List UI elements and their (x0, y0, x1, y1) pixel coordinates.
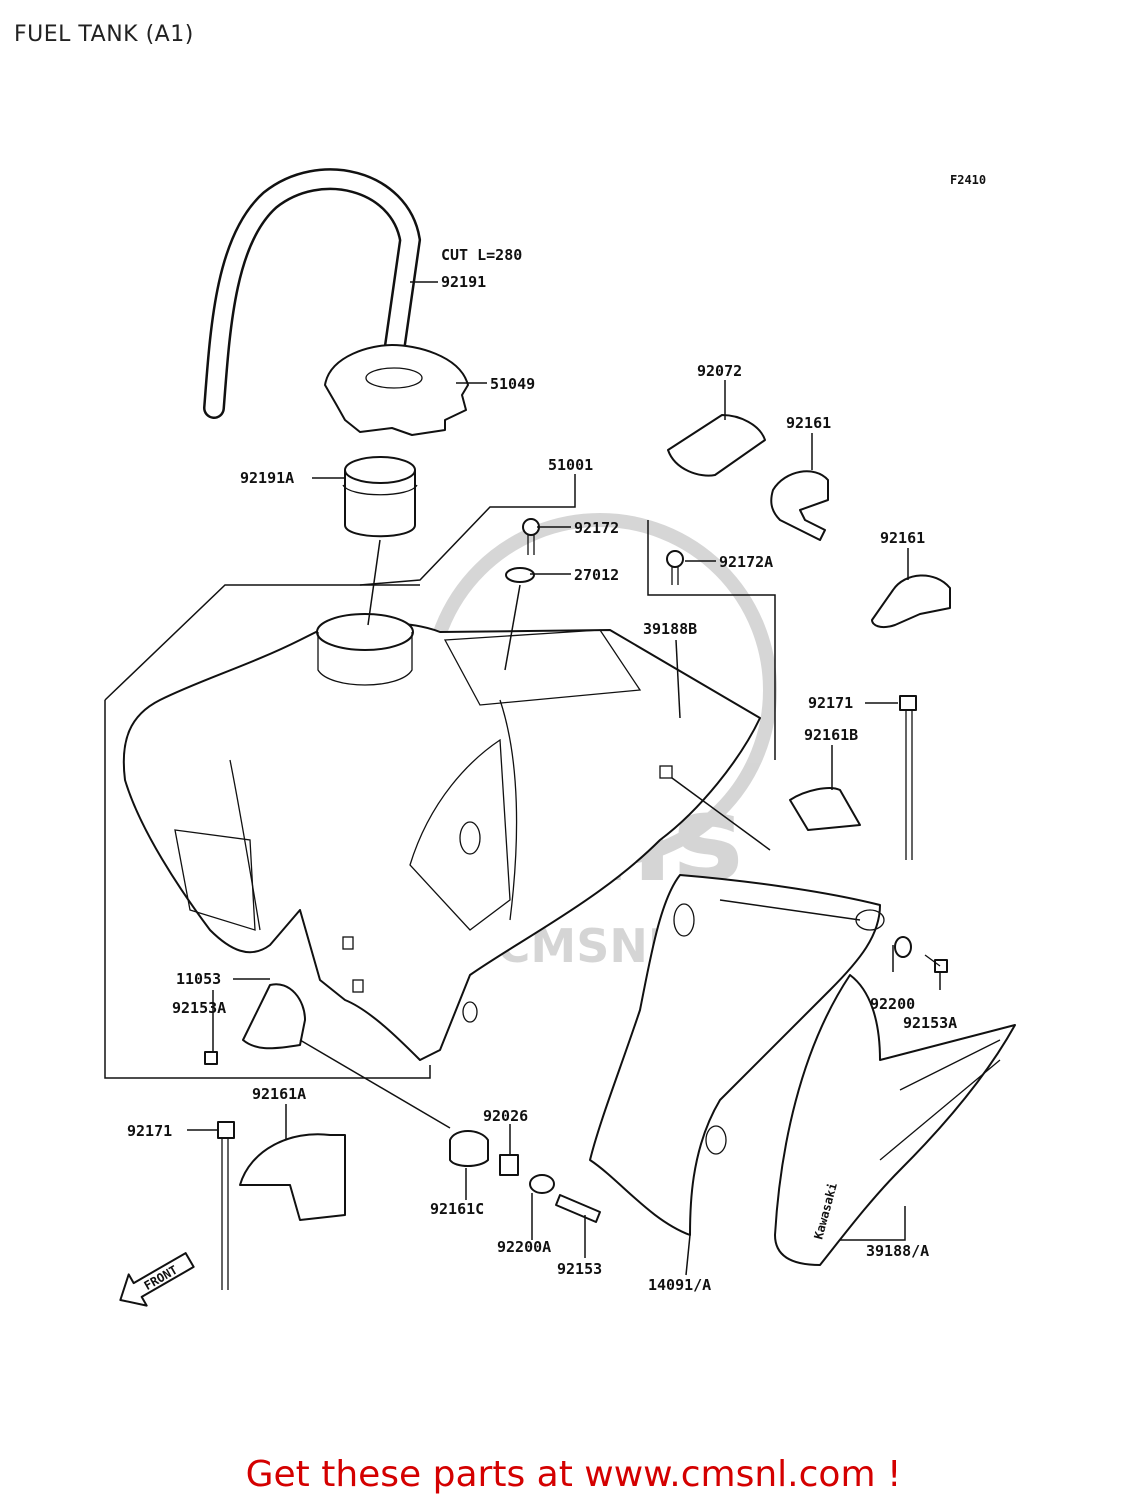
small-parts-drawings (204, 414, 951, 1290)
front-arrow: FRONT (119, 1252, 195, 1307)
part-label[interactable]: 92191 (441, 273, 486, 291)
leader-lines (104, 281, 941, 1276)
part-label[interactable]: 92153A (903, 1014, 957, 1032)
vent-hose-drawing (203, 168, 422, 419)
shroud-decal-drawing: Kawasaki (774, 974, 1016, 1266)
part-label[interactable]: 92161 (880, 529, 925, 547)
part-label[interactable]: 92153A (172, 999, 226, 1017)
part-label[interactable]: 92161A (252, 1085, 306, 1103)
part-label[interactable]: 27012 (574, 566, 619, 584)
part-label[interactable]: 92153 (557, 1260, 602, 1278)
figure-code: F2410 (950, 173, 986, 187)
part-label[interactable]: 92191A (240, 469, 294, 487)
part-label[interactable]: 92161B (804, 726, 858, 744)
part-label[interactable]: 51049 (490, 375, 535, 393)
page-title: FUEL TANK (A1) (14, 22, 194, 47)
part-label[interactable]: 92026 (483, 1107, 528, 1125)
filler-neck-drawing (342, 456, 418, 538)
part-label[interactable]: 92172A (719, 553, 773, 571)
part-label[interactable]: 92161C (430, 1200, 484, 1218)
fuel-tank-drawing (122, 613, 761, 1061)
part-label[interactable]: 92171 (808, 694, 853, 712)
part-label[interactable]: 92200 (870, 995, 915, 1013)
part-label[interactable]: 39188B (643, 620, 697, 638)
part-label[interactable]: 39188/A (866, 1242, 929, 1260)
cut-length-note: CUT L=280 (441, 246, 522, 264)
footer-call-to-action[interactable]: Get these parts at www.cmsnl.com ! (245, 1454, 902, 1495)
part-label[interactable]: 14091/A (648, 1276, 711, 1294)
fuel-cap-drawing (324, 344, 469, 436)
part-label[interactable]: 51001 (548, 456, 593, 474)
radiator-shroud-drawing (589, 874, 885, 1236)
part-label[interactable]: 11053 (176, 970, 221, 988)
part-label[interactable]: 92161 (786, 414, 831, 432)
part-label[interactable]: 92200A (497, 1238, 551, 1256)
part-labels: F2410 CUT L=280 92191 51049 92191A 51001… (127, 173, 986, 1294)
part-label[interactable]: 92171 (127, 1122, 172, 1140)
part-label[interactable]: 92172 (574, 519, 619, 537)
part-label[interactable]: 92072 (697, 362, 742, 380)
